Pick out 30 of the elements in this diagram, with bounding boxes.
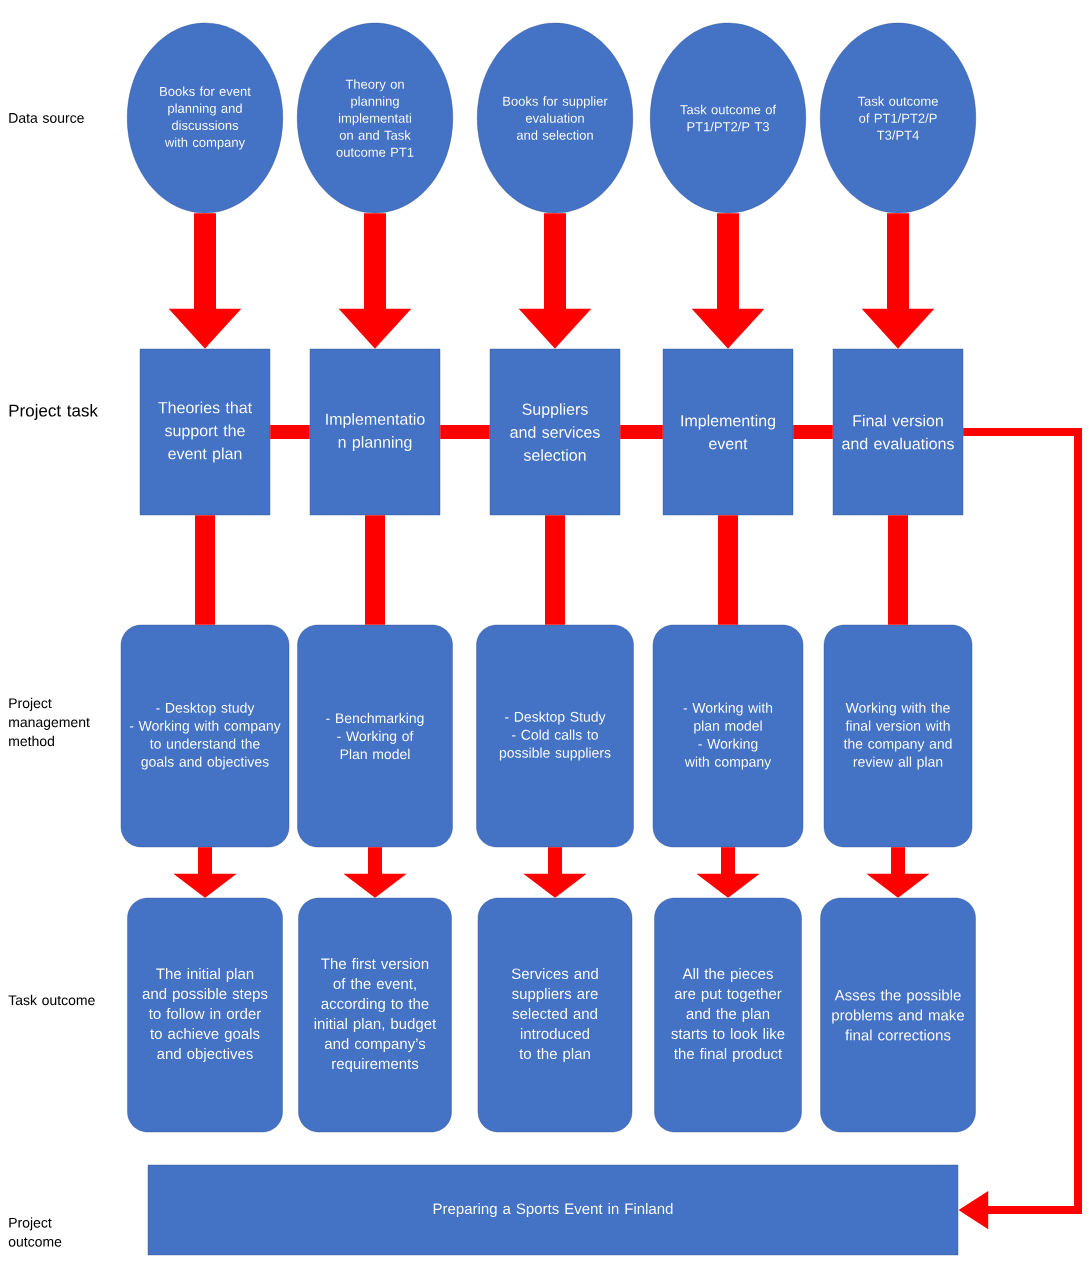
outcome-box: The initial plan and possible steps to follow in order to achieve goals and objectives bbox=[127, 897, 283, 1133]
project-outcome-banner: Preparing a Sports Event in Finland bbox=[147, 1164, 959, 1256]
task-box: Suppliers and services selection bbox=[489, 348, 621, 516]
row-label: Project management method bbox=[9, 697, 90, 747]
connector-bar bbox=[718, 515, 738, 625]
task-box: Theories that support the event plan bbox=[139, 348, 271, 516]
connector-bar bbox=[365, 515, 385, 625]
method-box: - Desktop study - Working with company to understand the goals and objectives bbox=[120, 624, 290, 848]
connector-bar bbox=[888, 515, 908, 625]
connector-bar bbox=[195, 515, 215, 625]
connector-bar bbox=[620, 425, 663, 439]
task-box: Implementing event bbox=[662, 348, 794, 516]
task-box: Implementatio n planning bbox=[309, 348, 441, 516]
method-box: Working with the final version with the company and review all plan bbox=[823, 624, 973, 848]
row-label: Project task bbox=[9, 404, 98, 420]
outcome-box: Services and suppliers are selected and introduced to the plan bbox=[477, 897, 633, 1133]
method-box: - Desktop Study - Cold calls to possible suppliers bbox=[476, 624, 634, 848]
connector-bar bbox=[270, 425, 310, 439]
outcome-box: All the pieces are put together and the plan starts to look like the final product bbox=[654, 897, 802, 1133]
row-label: Data source bbox=[9, 113, 84, 123]
row-label: Project outcome bbox=[8, 1217, 62, 1247]
connector-bar bbox=[793, 425, 833, 439]
method-box: - Working with plan model - Working with company bbox=[652, 624, 804, 848]
connector-bar bbox=[545, 515, 565, 625]
outcome-box: The first version of the event, according to the initial plan, budget and company’s requirements bbox=[298, 897, 452, 1133]
outcome-box: Asses the possible problems and make final corrections bbox=[820, 897, 976, 1133]
method-box: - Benchmarking - Working of Plan model bbox=[297, 624, 453, 848]
task-box: Final version and evaluations bbox=[832, 348, 964, 516]
row-label: Task outcome bbox=[8, 994, 95, 1006]
connector-bar bbox=[440, 425, 490, 439]
